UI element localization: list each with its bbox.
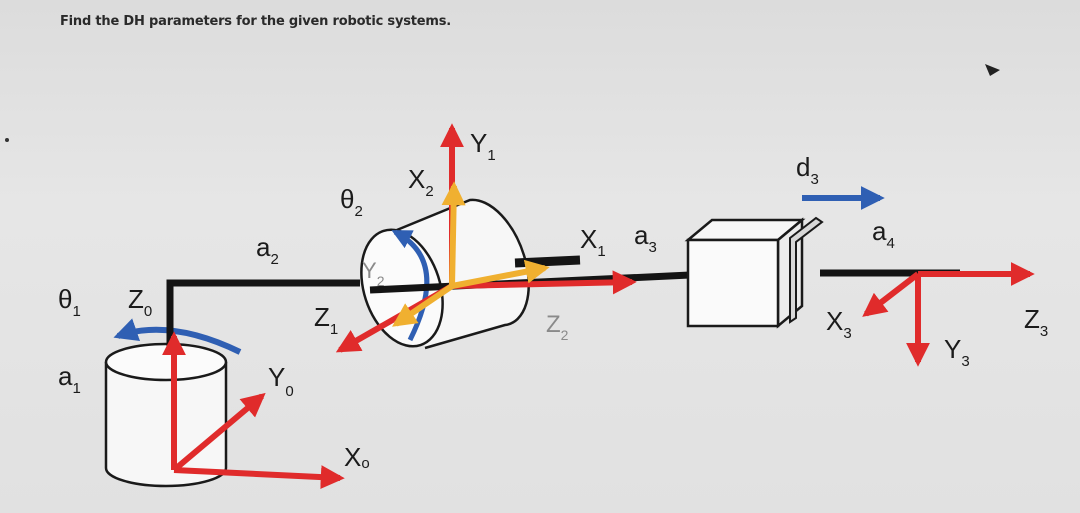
- y3-label: Y3: [944, 334, 970, 370]
- theta1-label: θ1: [58, 284, 81, 320]
- x1-axis-arrow: [451, 270, 637, 295]
- z3-label: Z3: [1024, 304, 1048, 340]
- a1-label: a1: [58, 361, 81, 397]
- a2-label: a2: [256, 232, 279, 268]
- x3-label: X3: [826, 306, 852, 342]
- x1-label: X1: [580, 224, 606, 260]
- z0-label: Z0: [128, 284, 152, 320]
- cursor-pointer-icon: [985, 64, 1000, 76]
- a3-label: a3: [634, 220, 657, 256]
- z2-axis-arrow: [451, 259, 550, 289]
- y2-axis-arrow: [392, 283, 454, 327]
- x0-axis-arrow: [173, 465, 345, 490]
- link-2-collar: [514, 255, 581, 268]
- y2-label: Y2: [362, 258, 385, 289]
- x2-label: X2: [408, 164, 434, 200]
- x0-label: Xo: [344, 442, 370, 472]
- prismatic-joint-box: [684, 216, 824, 329]
- d3-label: d3: [796, 152, 819, 188]
- base-cylinder: [104, 342, 228, 488]
- x3-axis-arrow: [862, 271, 920, 317]
- question-text: Find the DH parameters for the given rob…: [60, 14, 452, 29]
- z1-label: Z1: [314, 302, 338, 338]
- stray-dot: [5, 138, 9, 142]
- a4-label: a4: [872, 216, 895, 252]
- z2-label: Z2: [546, 311, 569, 343]
- link-1: [166, 279, 360, 350]
- theta1-rotation-arrow: [113, 318, 242, 355]
- x2-axis-arrow: [441, 181, 466, 287]
- theta2-label: θ2: [340, 184, 363, 220]
- y0-label: Y0: [268, 362, 294, 400]
- y0-axis-arrow: [172, 392, 266, 473]
- y1-label: Y1: [470, 128, 496, 164]
